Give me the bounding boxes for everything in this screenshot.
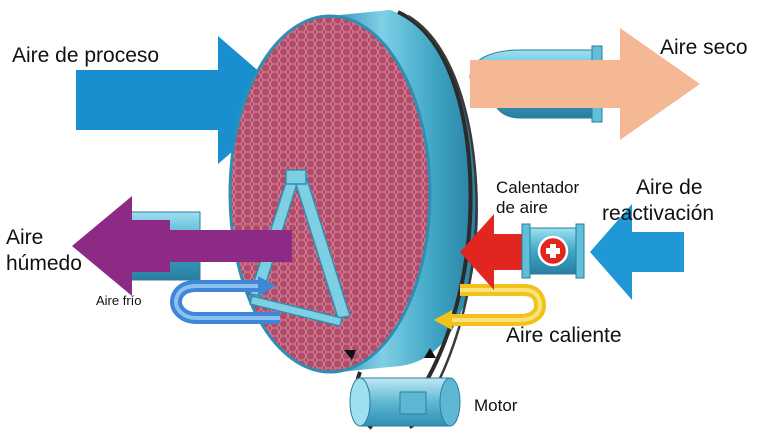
hot-air-arrowhead [434,310,452,330]
reactivation-air-arrow [590,204,684,300]
motor [349,377,461,427]
plus-icon [537,235,569,267]
label-dry-air: Aire seco [660,36,748,59]
label-hot-air: Aire caliente [506,324,622,347]
label-process-air: Aire de proceso [12,44,160,67]
label-reactivation-line1: Aire de [636,176,703,199]
dry-air-arrow-body [470,60,620,108]
heater-unit-flange [521,223,531,279]
humid-air-arrow [72,196,170,296]
label-humid-line2: húmedo [6,252,82,275]
label-reactivation-line2: reactivación [602,202,715,225]
heater-air-arrow [460,214,530,290]
label-heater-line2: de aire [496,198,548,217]
label-heater-line1: Calentador [496,178,580,197]
hot-air-loop-inner [452,288,543,322]
heater-unit-flange-right [575,223,585,279]
cold-air-arrowhead [258,276,276,296]
label-cold-air: Aire frío [96,293,142,308]
rotor-face [228,14,432,374]
label-humid-line1: Aire [6,226,44,249]
label-motor: Motor [474,396,518,415]
humid-air-pipe [154,230,292,262]
rotation-arrow-left [344,350,356,360]
rotation-arrow-right [424,348,436,358]
drive-belt-return [407,14,478,399]
cold-air-loop-inner [173,284,280,320]
